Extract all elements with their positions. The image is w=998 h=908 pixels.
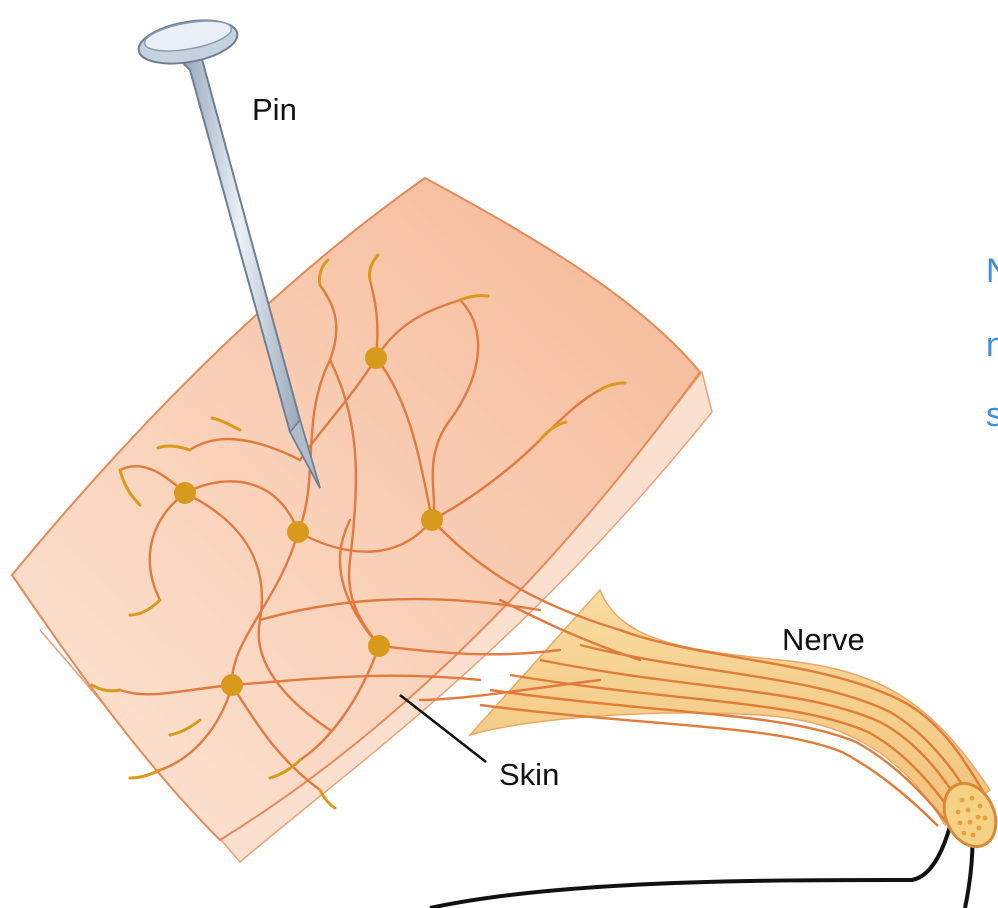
wire [430, 775, 973, 908]
pin-label: Pin [252, 92, 297, 127]
cutoff-text-line2: n [986, 326, 998, 364]
skin-label-leader [400, 695, 486, 762]
cutoff-text-line3: s [986, 396, 998, 434]
cutoff-text-line1: N [986, 252, 998, 290]
nerve-label: Nerve [782, 622, 865, 657]
skin [12, 178, 712, 862]
nerve [470, 590, 998, 855]
skin-label: Skin [499, 757, 559, 792]
